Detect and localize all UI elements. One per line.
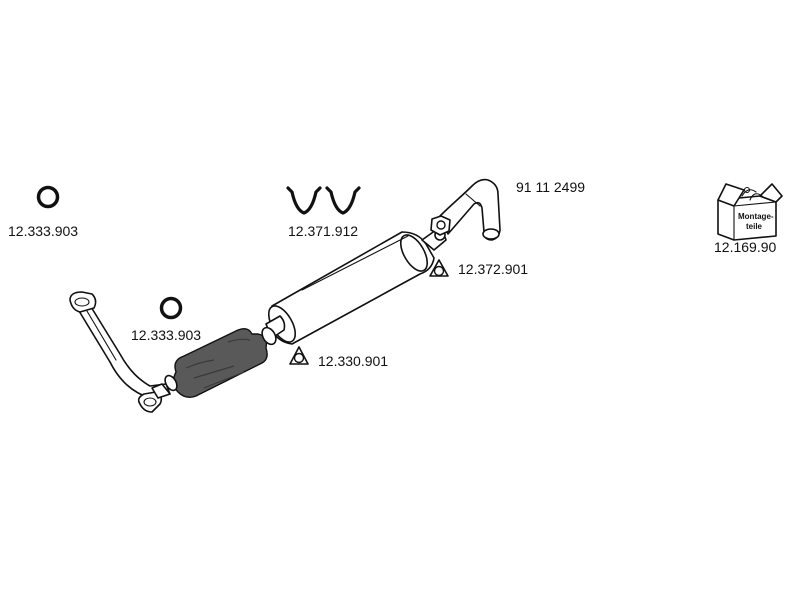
gasket-flange-upper <box>430 215 451 236</box>
part-number-mounting-kit: 12.169.90 <box>714 239 776 255</box>
catalytic-converter <box>164 326 277 399</box>
part-number-gasket-center: 12.333.903 <box>131 327 201 343</box>
tail-pipe <box>439 178 501 241</box>
part-number-clamps: 12.371.912 <box>288 223 358 239</box>
part-number-tailpipe: 91 11 2499 <box>516 179 585 195</box>
gasket-triangle-upper <box>429 259 449 277</box>
part-number-gasket-middle: 12.372.901 <box>458 261 528 277</box>
gasket-triangle-lower <box>289 346 309 365</box>
front-pipe <box>69 291 171 413</box>
gasket-ring-center <box>159 296 183 320</box>
gasket-ring-left <box>36 185 60 209</box>
u-clamp-pair <box>286 186 361 215</box>
part-number-flange-gasket: 12.330.901 <box>318 353 388 369</box>
mounting-kit-box-label-line1: Montage- <box>738 212 774 221</box>
part-number-gasket-left: 12.333.903 <box>8 223 78 239</box>
main-muffler <box>265 229 447 345</box>
mounting-kit-box-label-line2: teile <box>746 222 763 231</box>
mounting-kit-box: Montage- teile <box>717 183 783 241</box>
